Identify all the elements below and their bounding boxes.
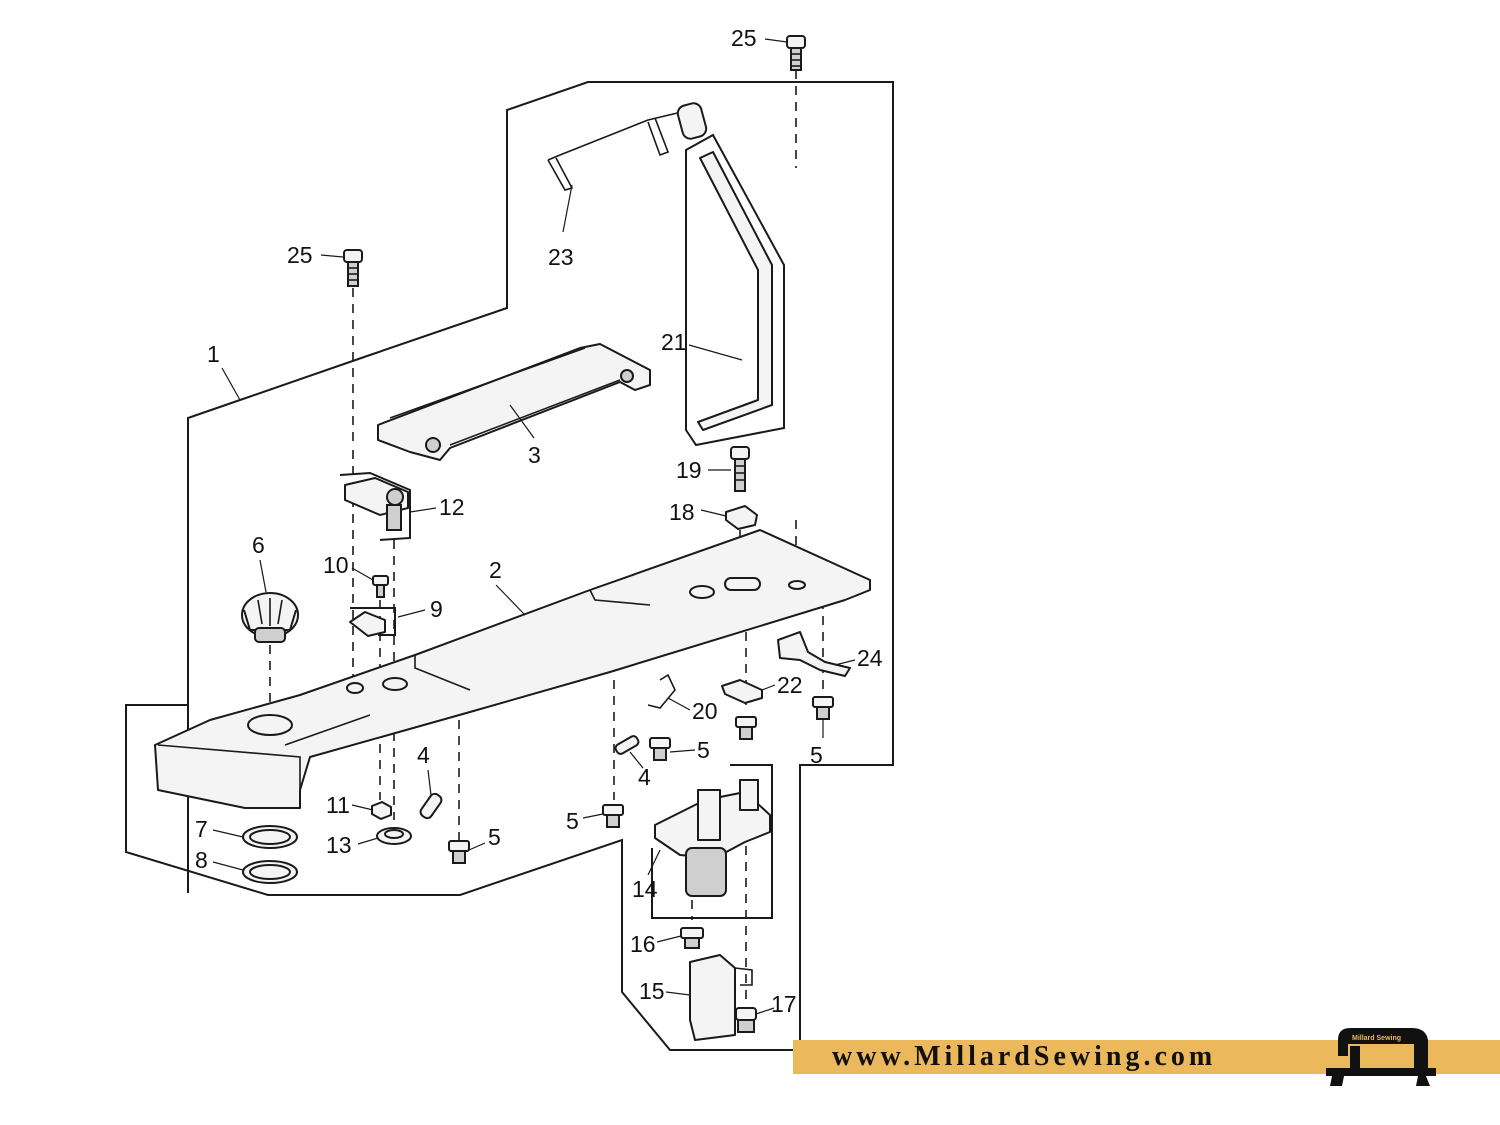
nut-11 — [371, 801, 392, 820]
washer-13 — [376, 827, 412, 845]
screw-5-mid — [735, 716, 757, 740]
callout-9: 9 — [430, 596, 443, 622]
screw-19 — [730, 446, 750, 492]
callout-2: 2 — [489, 557, 502, 583]
screw-25-top — [786, 35, 806, 71]
callout-24: 24 — [857, 645, 883, 671]
callout-labels: 25 25 23 21 1 3 19 18 12 6 10 2 9 24 22 … — [195, 25, 883, 1017]
callout-16: 16 — [630, 931, 656, 957]
handle-3 — [377, 343, 651, 461]
callout-6: 6 — [252, 532, 265, 558]
screw-5-lower — [602, 804, 624, 828]
screw-5-center — [649, 737, 671, 761]
callout-4-left: 4 — [417, 742, 430, 768]
callout-14: 14 — [632, 876, 658, 902]
screw-10 — [372, 575, 389, 598]
pin-4-left — [419, 792, 443, 820]
website-url[interactable]: www.MillardSewing.com — [832, 1041, 1217, 1072]
callout-18: 18 — [669, 499, 695, 525]
bracket-12 — [339, 471, 411, 541]
callout-22: 22 — [777, 672, 803, 698]
motor-assembly-14 — [651, 764, 773, 919]
callout-19: 19 — [676, 457, 702, 483]
assembly-boundary-outline — [125, 81, 894, 1051]
callout-17: 17 — [771, 991, 797, 1017]
callout-7: 7 — [195, 816, 208, 842]
screw-5-left — [448, 840, 470, 864]
pin-4-right — [614, 735, 640, 755]
spool-rod-21 — [685, 133, 785, 447]
callout-21: 21 — [661, 329, 687, 355]
callout-23: 23 — [548, 244, 574, 270]
callout-12: 12 — [439, 494, 465, 520]
callout-15: 15 — [639, 978, 665, 1004]
screw-25-left — [343, 249, 363, 287]
ring-8 — [242, 860, 298, 884]
callout-10: 10 — [323, 552, 349, 578]
pin-20 — [647, 673, 676, 709]
svg-text:Millard Sewing: Millard Sewing — [1352, 1035, 1401, 1042]
screw-17 — [735, 1007, 757, 1033]
callout-25-left: 25 — [287, 242, 313, 268]
ring-7 — [242, 825, 298, 849]
cover-15 — [689, 954, 753, 1041]
callout-5-left: 5 — [488, 824, 501, 850]
sewing-machine-logo: Millard Sewing — [1326, 1028, 1436, 1086]
nut-18 — [725, 505, 758, 530]
callout-3: 3 — [528, 442, 541, 468]
callout-5-lower: 5 — [566, 808, 579, 834]
callout-13: 13 — [326, 832, 352, 858]
knob-6 — [241, 592, 299, 643]
callout-4-right: 4 — [638, 764, 651, 790]
clip-9 — [349, 607, 396, 637]
callout-leader-lines — [212, 38, 856, 1015]
callout-5-right: 5 — [810, 742, 823, 768]
callout-8: 8 — [195, 847, 208, 873]
top-cover-plate-2 — [154, 529, 871, 809]
bracket-24 — [777, 631, 851, 677]
screw-16 — [680, 927, 704, 949]
callout-1: 1 — [207, 341, 220, 367]
screw-5-right — [812, 696, 834, 720]
callout-25-top: 25 — [731, 25, 757, 51]
callout-5-center: 5 — [697, 737, 710, 763]
callout-20: 20 — [692, 698, 718, 724]
callout-11: 11 — [326, 792, 350, 818]
plate-22 — [721, 679, 763, 704]
thread-guide-wire-23 — [547, 102, 708, 191]
